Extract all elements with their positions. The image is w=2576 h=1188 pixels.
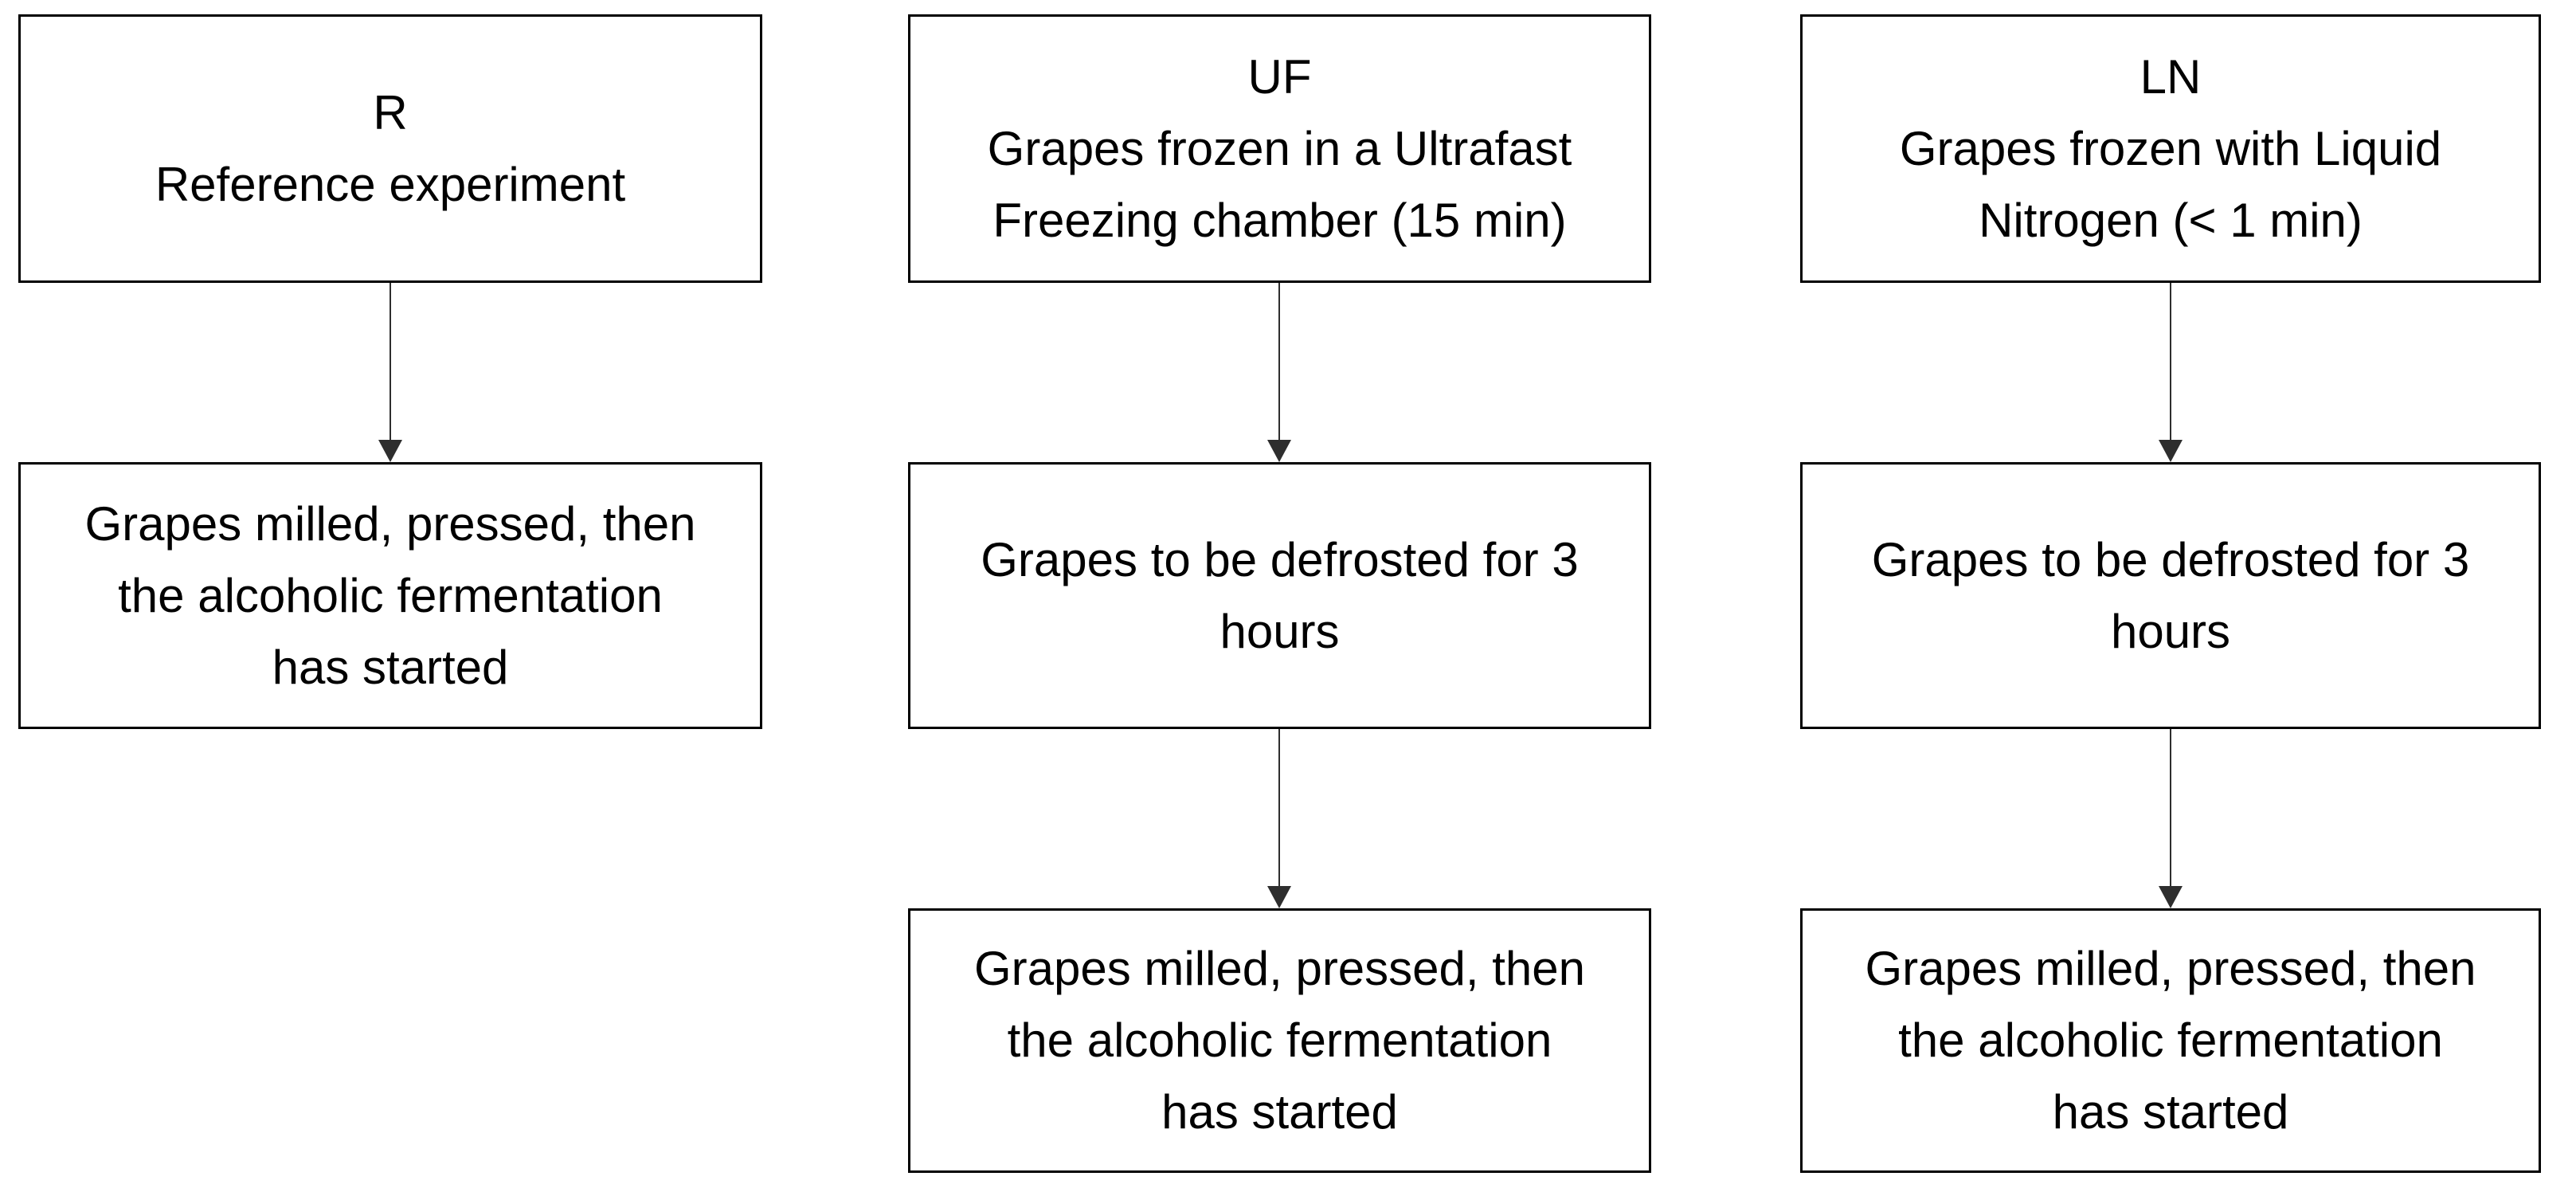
box-text-line: Grapes frozen in a Ultrafast — [987, 121, 1572, 175]
arrow-shaft — [390, 283, 391, 441]
arrow-head-icon — [2159, 886, 2183, 908]
arrow-shaft — [1278, 283, 1280, 441]
flow-arrow-down — [377, 283, 404, 462]
flow-arrow-down — [1266, 283, 1293, 462]
arrow-shaft — [2170, 729, 2171, 888]
box-uf-freezing: UF Grapes frozen in a Ultrafast Freezing… — [908, 14, 1651, 283]
box-ln-defrost: Grapes to be defrosted for 3 hours — [1800, 462, 2541, 729]
box-text-line: hours — [2110, 604, 2231, 658]
box-text-line: Reference experiment — [155, 157, 626, 211]
box-text-line: has started — [1161, 1085, 1398, 1139]
box-text-line: hours — [1219, 604, 1340, 658]
box-text-line: the alcoholic fermentation — [118, 568, 663, 622]
box-text-line: the alcoholic fermentation — [1898, 1014, 2443, 1067]
box-reference-experiment: R Reference experiment — [18, 14, 762, 283]
box-text-line: Grapes milled, pressed, then — [973, 942, 1586, 995]
box-text-line: the alcoholic fermentation — [1007, 1014, 1552, 1067]
arrow-shaft — [1278, 729, 1280, 888]
arrow-head-icon — [378, 440, 402, 462]
box-text-line: Nitrogen (< 1 min) — [1979, 193, 2363, 247]
box-text-line: Grapes to be defrosted for 3 — [981, 532, 1579, 586]
box-text-line: has started — [272, 640, 509, 694]
box-uf-fermentation: Grapes milled, pressed, then the alcohol… — [908, 908, 1651, 1173]
box-text-line: Grapes milled, pressed, then — [1865, 942, 2476, 995]
box-text-line: LN — [2139, 49, 2202, 104]
flow-arrow-down — [2157, 729, 2184, 908]
box-r-fermentation: Grapes milled, pressed, then the alcohol… — [18, 462, 762, 729]
box-text-line: Grapes milled, pressed, then — [84, 496, 696, 551]
box-text-line: R — [373, 85, 408, 139]
box-ln-freezing: LN Grapes frozen with Liquid Nitrogen (<… — [1800, 14, 2541, 283]
arrow-head-icon — [1267, 440, 1291, 462]
box-uf-defrost: Grapes to be defrosted for 3 hours — [908, 462, 1651, 729]
flow-arrow-down — [2157, 283, 2184, 462]
arrow-shaft — [2170, 283, 2171, 441]
arrow-head-icon — [2159, 440, 2183, 462]
box-text-line: Freezing chamber (15 min) — [992, 193, 1567, 247]
box-text-line: has started — [2052, 1085, 2289, 1139]
box-ln-fermentation: Grapes milled, pressed, then the alcohol… — [1800, 908, 2541, 1173]
flow-arrow-down — [1266, 729, 1293, 908]
box-text-line: Grapes to be defrosted for 3 — [1871, 532, 2470, 586]
box-text-line: Grapes frozen with Liquid — [1899, 121, 2442, 175]
box-text-line: UF — [1247, 49, 1312, 104]
arrow-head-icon — [1267, 886, 1291, 908]
